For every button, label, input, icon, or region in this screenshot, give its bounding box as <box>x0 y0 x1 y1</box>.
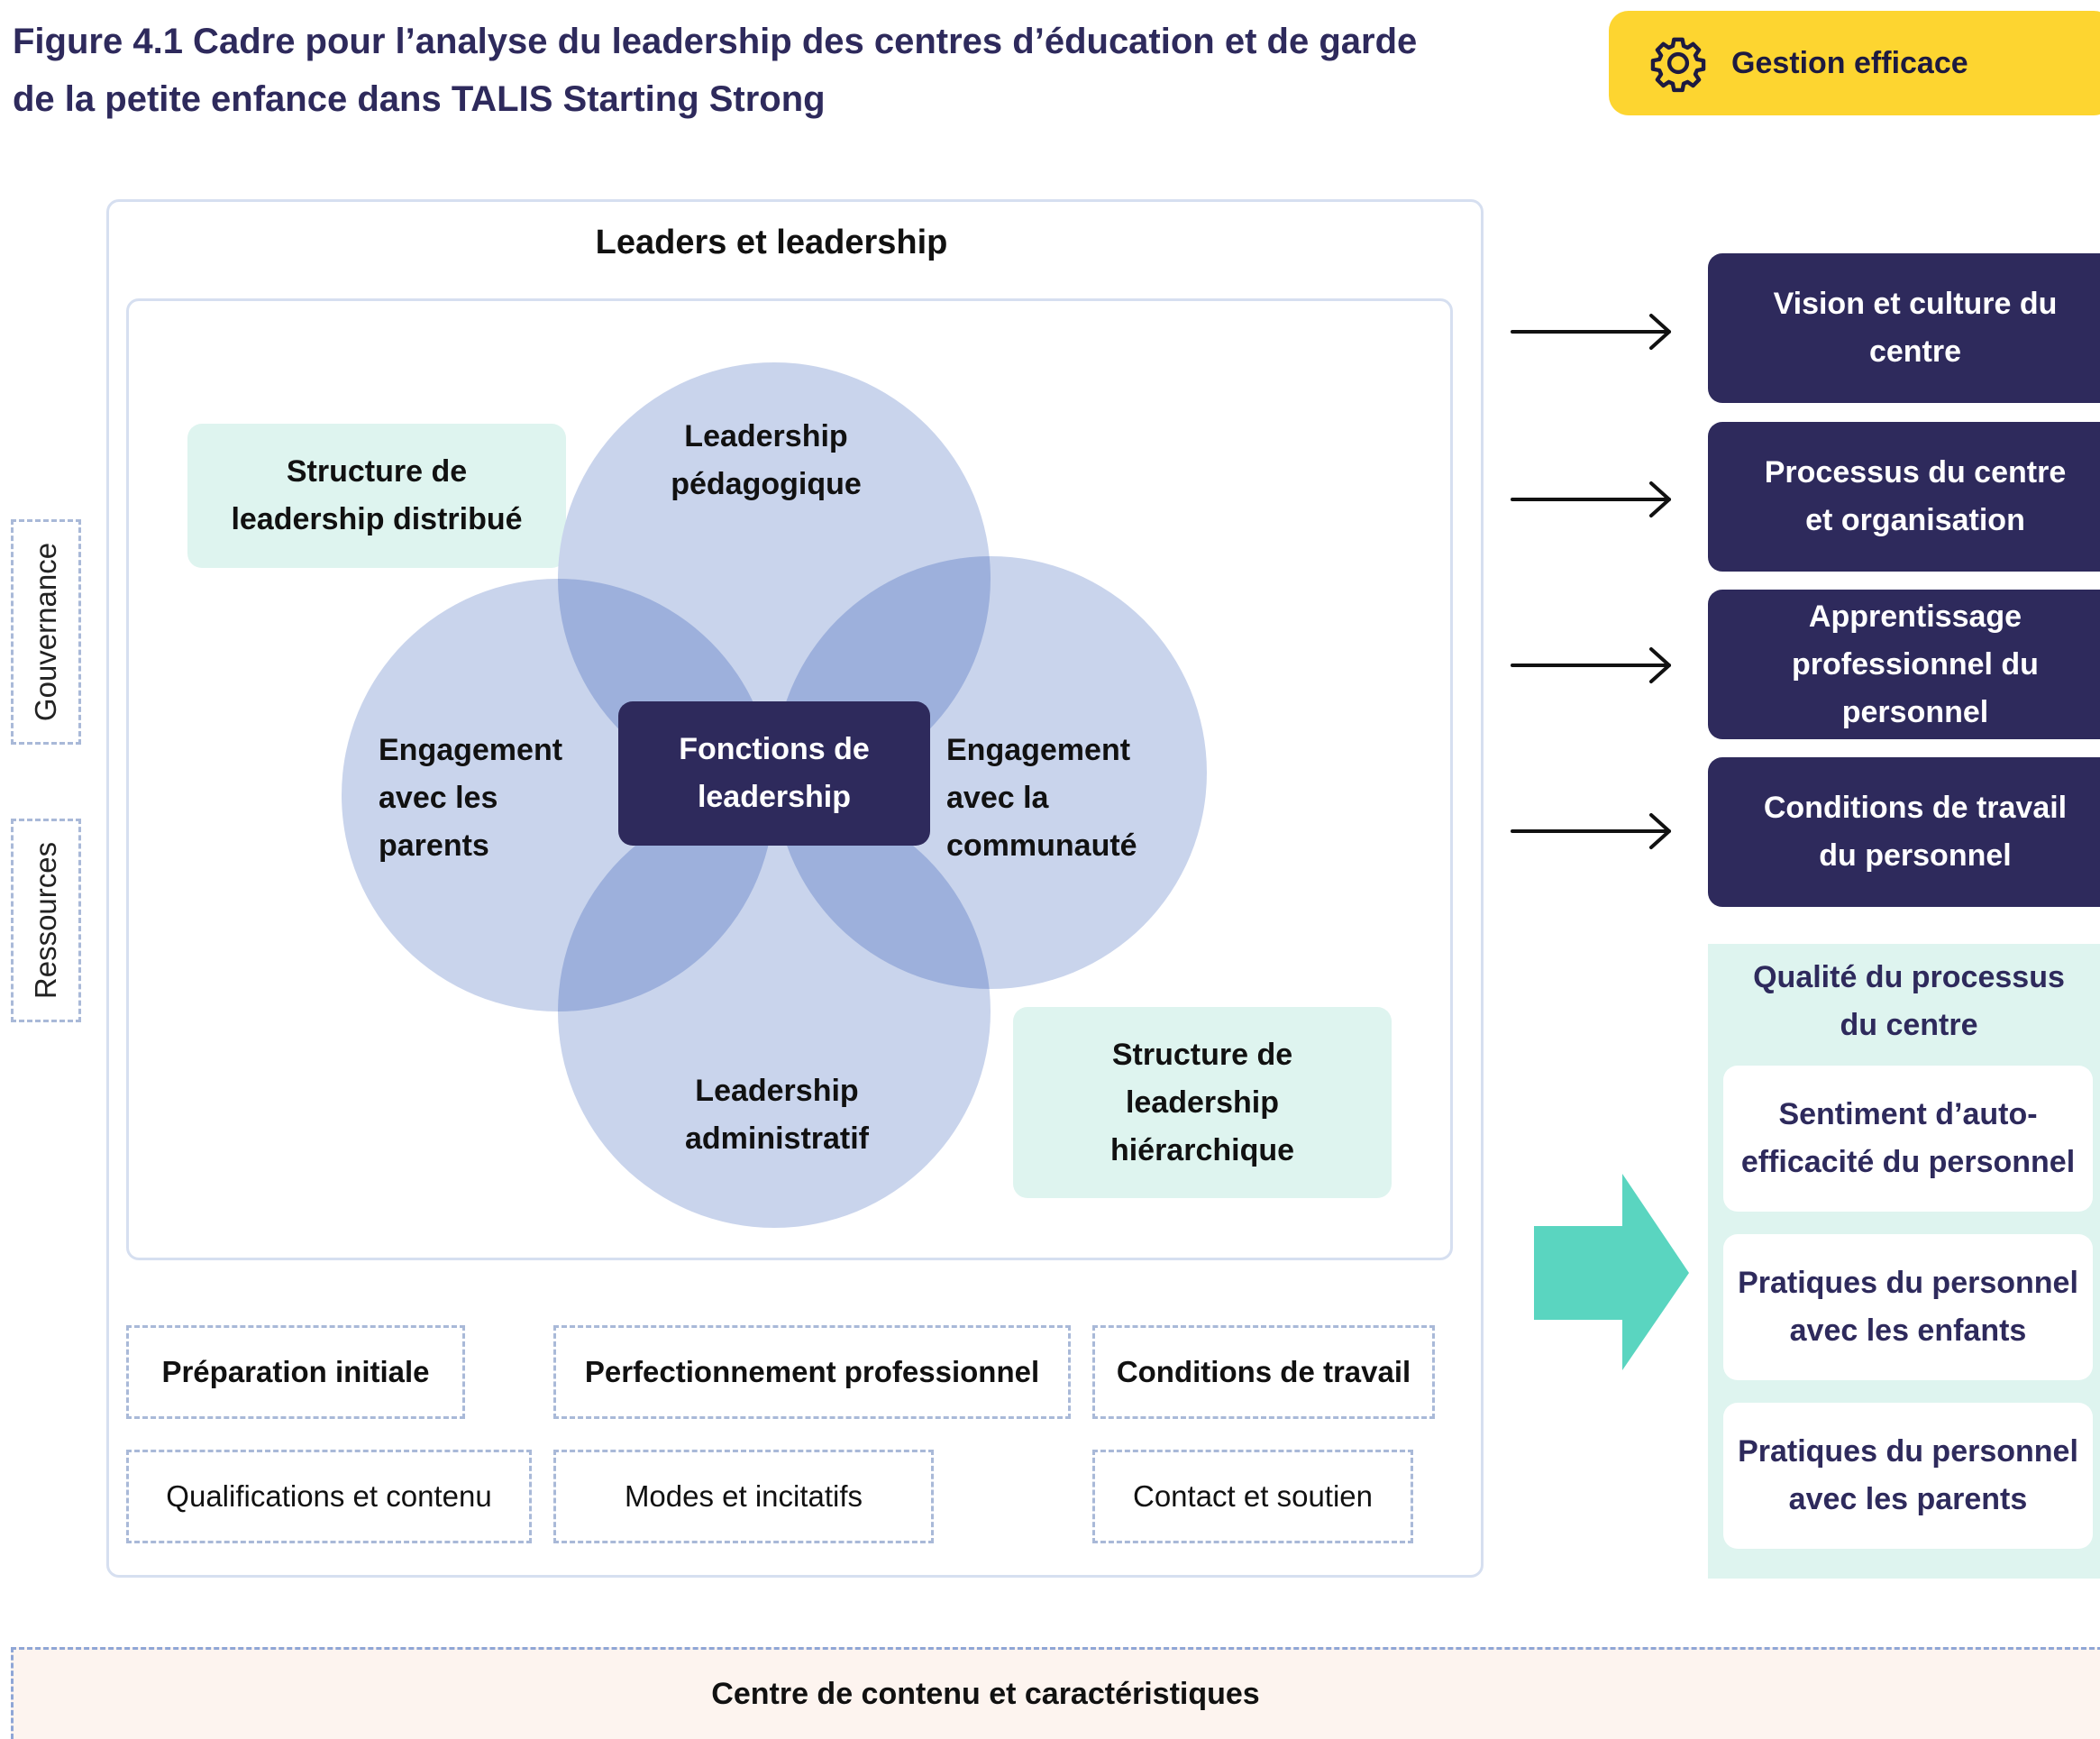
processus-line-2: et organisation <box>1805 503 2025 537</box>
parents-line-3: parents <box>379 828 489 863</box>
quality-item-1-line-2: efficacité du personnel <box>1740 1145 2076 1179</box>
figure-title: Figure 4.1 Cadre pour l’analyse du leade… <box>13 13 1491 128</box>
conditions-travail-box: Conditions de travail <box>1092 1325 1435 1419</box>
vision-line-2: centre <box>1868 334 1962 369</box>
apprentissage-line-1: Apprentissage <box>1808 599 2022 634</box>
outcome-processus: Processus du centre et organisation <box>1708 422 2100 572</box>
arrow-4 <box>1511 813 1671 849</box>
apprentissage-line-3: personnel <box>1841 694 1989 729</box>
quality-arrow <box>1534 1174 1689 1370</box>
conditions-line-2: du personnel <box>1819 838 2012 873</box>
leaders-leadership-panel <box>106 199 1484 1578</box>
quality-item-auto-efficacite: Sentiment d’auto- efficacité du personne… <box>1723 1066 2093 1212</box>
quality-item-3-line-1: Pratiques du personnel <box>1738 1434 2078 1469</box>
fonctions-leadership-box: Fonctions de leadership <box>618 701 930 846</box>
outcome-vision-culture: Vision et culture du centre <box>1708 253 2100 403</box>
leadership-functions-panel <box>126 298 1453 1260</box>
preparation-initiale-box: Préparation initiale <box>126 1325 465 1419</box>
outcome-conditions: Conditions de travail du personnel <box>1708 757 2100 907</box>
footer-band: Centre de contenu et caractéristiques <box>11 1647 2100 1739</box>
modes-incitatifs-box: Modes et incitatifs <box>553 1450 934 1543</box>
quality-item-2-line-2: avec les enfants <box>1789 1313 2027 1348</box>
administratif-line-1: Leadership <box>695 1074 859 1108</box>
outcome-apprentissage: Apprentissage professionnel du personnel <box>1708 590 2100 739</box>
quality-item-3-line-2: avec les parents <box>1788 1482 2028 1516</box>
label-pedagogique: Leadership pédagogique <box>631 413 901 508</box>
distributed-line-1: Structure de <box>286 454 468 489</box>
parents-line-1: Engagement <box>379 733 563 767</box>
distributed-leadership-box: Structure de leadership distribué <box>187 424 566 568</box>
qualifications-box: Qualifications et contenu <box>126 1450 532 1543</box>
quality-title-line-1: Qualité du processus <box>1753 960 2065 994</box>
gear-icon <box>1650 37 1706 93</box>
hierarchical-leadership-box: Structure de leadership hiérarchique <box>1013 1007 1392 1198</box>
overlap-top-right <box>774 556 991 795</box>
conditions-line-1: Conditions de travail <box>1763 791 2068 825</box>
gouvernance-label-box: Gouvernance <box>11 519 81 745</box>
figure-title-line-1: Figure 4.1 Cadre pour l’analyse du leade… <box>13 22 1418 61</box>
footer-label: Centre de contenu et caractéristiques <box>711 1677 1260 1711</box>
pedagogique-line-1: Leadership <box>684 419 848 453</box>
quality-item-enfants: Pratiques du personnel avec les enfants <box>1723 1234 2093 1380</box>
contact-soutien-box: Contact et soutien <box>1092 1450 1413 1543</box>
hierarchical-line-1: Structure de <box>1111 1037 1293 1072</box>
quality-title: Qualité du processus du centre <box>1708 954 2100 1049</box>
arrow-1 <box>1511 314 1671 350</box>
figure-title-line-2: de la petite enfance dans TALIS Starting… <box>13 79 826 119</box>
overlap-bottom-left <box>558 795 774 1011</box>
apprentissage-line-2: professionnel du <box>1792 646 2039 682</box>
label-parents: Engagement avec les parents <box>379 727 613 870</box>
outcome-arrows <box>1511 314 1671 849</box>
parents-line-2: avec les <box>379 781 498 815</box>
badge-label: Gestion efficace <box>1731 45 1968 80</box>
ressources-label-box: Ressources <box>11 819 81 1022</box>
leaders-leadership-title: Leaders et leadership <box>595 224 948 261</box>
communaute-line-1: Engagement <box>946 733 1131 767</box>
gestion-efficace-badge: Gestion efficace <box>1609 11 2100 115</box>
quality-title-line-2: du centre <box>1840 1008 1978 1042</box>
communaute-line-3: communauté <box>946 828 1137 863</box>
hierarchical-line-2: leadership <box>1125 1085 1280 1120</box>
overlap-top-left <box>558 579 774 795</box>
center-line-2: leadership <box>697 780 852 814</box>
overlap-bottom-right <box>774 795 991 989</box>
quality-item-2-line-1: Pratiques du personnel <box>1738 1266 2078 1300</box>
vision-line-1: Vision et culture du <box>1773 287 2058 321</box>
administratif-line-2: administratif <box>684 1121 870 1156</box>
label-administratif: Leadership administratif <box>642 1067 912 1163</box>
pedagogique-line-2: pédagogique <box>671 467 862 501</box>
quality-item-1-line-1: Sentiment d’auto- <box>1778 1097 2038 1131</box>
center-line-1: Fonctions de <box>679 732 870 766</box>
arrow-3 <box>1511 647 1671 683</box>
hierarchical-line-3: hiérarchique <box>1109 1132 1295 1167</box>
distributed-line-2: leadership distribué <box>231 502 523 536</box>
venn-overlaps <box>558 556 991 1011</box>
label-communaute: Engagement avec la communauté <box>946 727 1217 870</box>
arrow-2 <box>1511 481 1671 517</box>
quality-item-parents: Pratiques du personnel avec les parents <box>1723 1403 2093 1549</box>
processus-line-1: Processus du centre <box>1764 455 2067 490</box>
communaute-line-2: avec la <box>946 781 1049 815</box>
perfectionnement-box: Perfectionnement professionnel <box>553 1325 1071 1419</box>
